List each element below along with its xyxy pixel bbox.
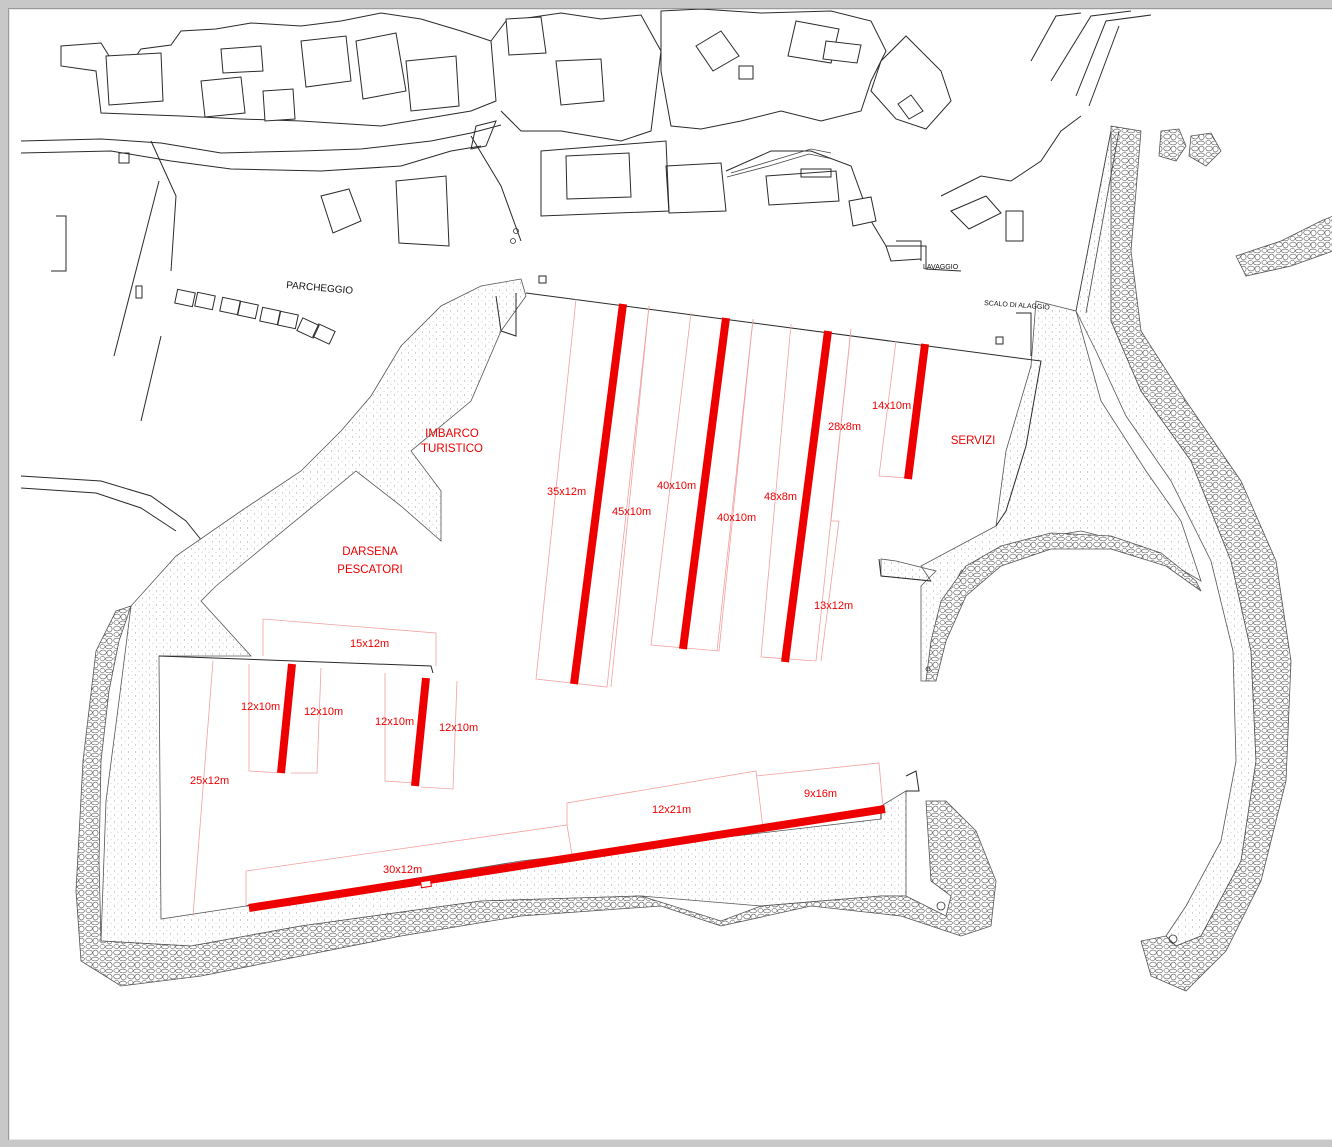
- berth-label-12x10-c: 12x10m: [375, 716, 414, 728]
- label-parcheggio: PARCHEGGIO: [286, 280, 354, 297]
- berth-label-40x10-a: 40x10m: [657, 480, 696, 492]
- label-imbarco-line2: TURISTICO: [421, 443, 483, 455]
- inner-breakwater: [925, 532, 1202, 682]
- pier-1: [570, 303, 627, 685]
- pier-6: [411, 677, 430, 787]
- berth-label-40x10-b: 40x10m: [717, 512, 756, 524]
- label-darsena-line2: PESCATORI: [337, 564, 402, 576]
- breakwaters: [75, 125, 1332, 992]
- berth-label-45x10: 45x10m: [612, 506, 651, 518]
- berth-label-14x10: 14x10m: [872, 400, 911, 412]
- label-servizi: SERVIZI: [951, 435, 996, 447]
- pier-2: [679, 317, 730, 650]
- rock-cluster-a: [1158, 128, 1187, 162]
- berth-label-13x12: 13x12m: [814, 600, 853, 612]
- berth-label-35x12: 35x12m: [547, 486, 586, 498]
- berth-label-15x12: 15x12m: [350, 638, 389, 650]
- berth-label-30x12: 30x12m: [383, 864, 422, 876]
- label-lavaggio: LAVAGGIO: [923, 264, 959, 271]
- harbor-plan-drawing: PARCHEGGIO IMBARCO TURISTICO DARSENA PES…: [20, 9, 1332, 992]
- label-darsena-line1: DARSENA: [342, 546, 398, 558]
- pier-5: [277, 663, 296, 774]
- rock-cluster-c: [1235, 215, 1332, 277]
- pier-3: [781, 330, 832, 663]
- label-scalo: SCALO DI ALAGGIO: [984, 300, 1051, 312]
- berth-label-12x10-d: 12x10m: [439, 722, 478, 734]
- pier-7: [248, 805, 886, 912]
- west-quay: [100, 278, 907, 947]
- berth-label-25x12: 25x12m: [190, 775, 229, 787]
- berth-label-12x10-b: 12x10m: [304, 706, 343, 718]
- east-quay: [880, 300, 1202, 682]
- berth-labels: 35x12m 45x10m 40x10m 40x10m 48x8m 28x8m …: [190, 400, 911, 876]
- berth-label-9x16: 9x16m: [804, 788, 837, 800]
- drawing-sheet: PARCHEGGIO IMBARCO TURISTICO DARSENA PES…: [8, 8, 1332, 1140]
- berth-label-48x8: 48x8m: [764, 491, 797, 503]
- pier-4: [904, 343, 929, 480]
- details: [510, 148, 1178, 944]
- parking-spaces: [135, 285, 336, 345]
- piers: [248, 303, 929, 912]
- berth-label-28x8: 28x8m: [828, 421, 861, 433]
- label-imbarco-line1: IMBARCO: [425, 428, 479, 440]
- berth-label-12x21: 12x21m: [652, 804, 691, 816]
- town-area: [20, 9, 1152, 547]
- berth-label-12x10-a: 12x10m: [241, 701, 280, 713]
- rock-cluster-b: [1188, 132, 1222, 167]
- east-breakwater: [1110, 125, 1292, 992]
- south-breakwater: [75, 605, 997, 987]
